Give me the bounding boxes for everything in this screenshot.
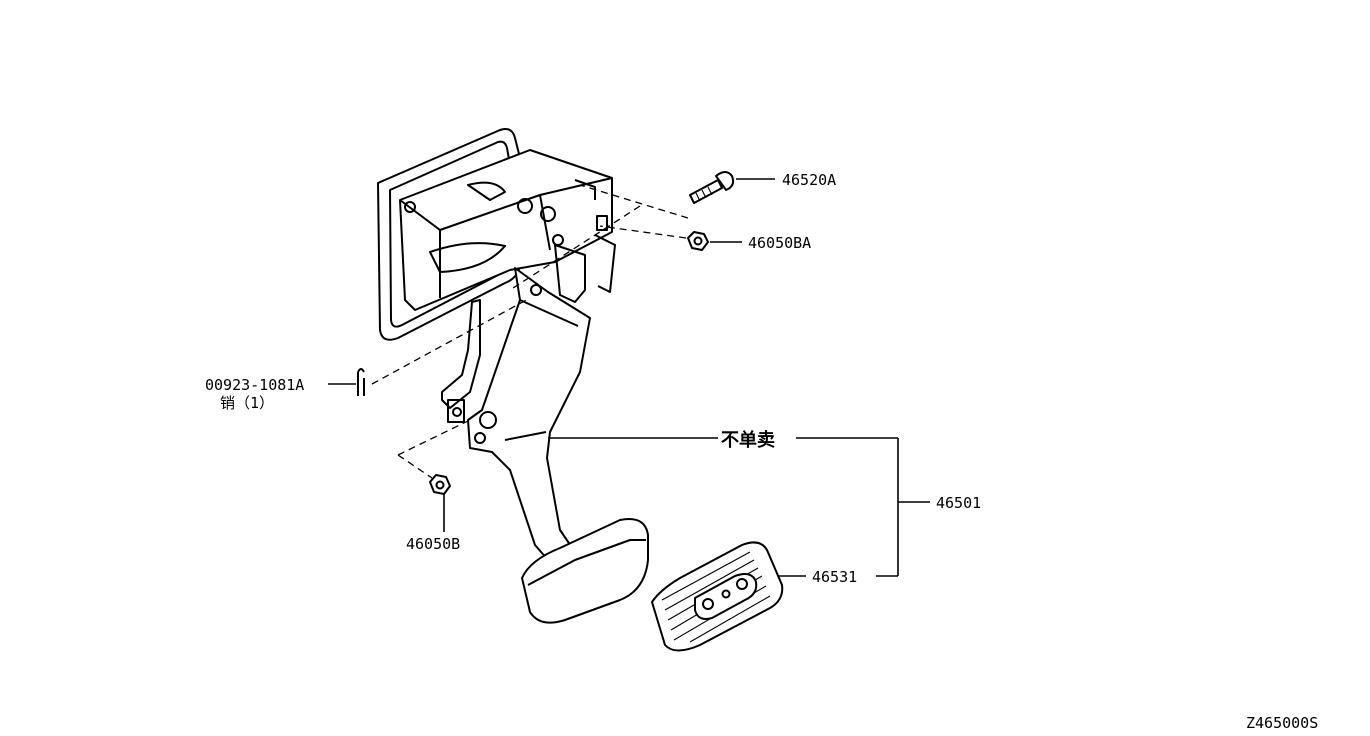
brake-pedal-arm (441, 267, 649, 624)
nut-46050B (429, 474, 451, 495)
not-sold-separately-note: 不单卖 (721, 429, 775, 451)
callout-46501: 46501 (936, 494, 981, 512)
callout-00923-1081A-note: 销（1） (220, 394, 274, 412)
bolt-46520A (689, 171, 735, 204)
assembly-lines (371, 184, 689, 479)
diagram-id: Z465000S (1246, 714, 1318, 732)
nut-46050BA (687, 231, 709, 251)
callout-46520A: 46520A (782, 171, 836, 189)
pedal-pad (651, 541, 784, 652)
callout-46050BA: 46050BA (748, 234, 811, 252)
pedal-bracket (377, 128, 616, 341)
leader-lines (328, 178, 930, 577)
pin-00923-1081A (357, 368, 365, 396)
callout-46050B: 46050B (406, 535, 460, 553)
callout-46531: 46531 (812, 568, 857, 586)
callout-00923-1081A: 00923-1081A (205, 376, 304, 394)
